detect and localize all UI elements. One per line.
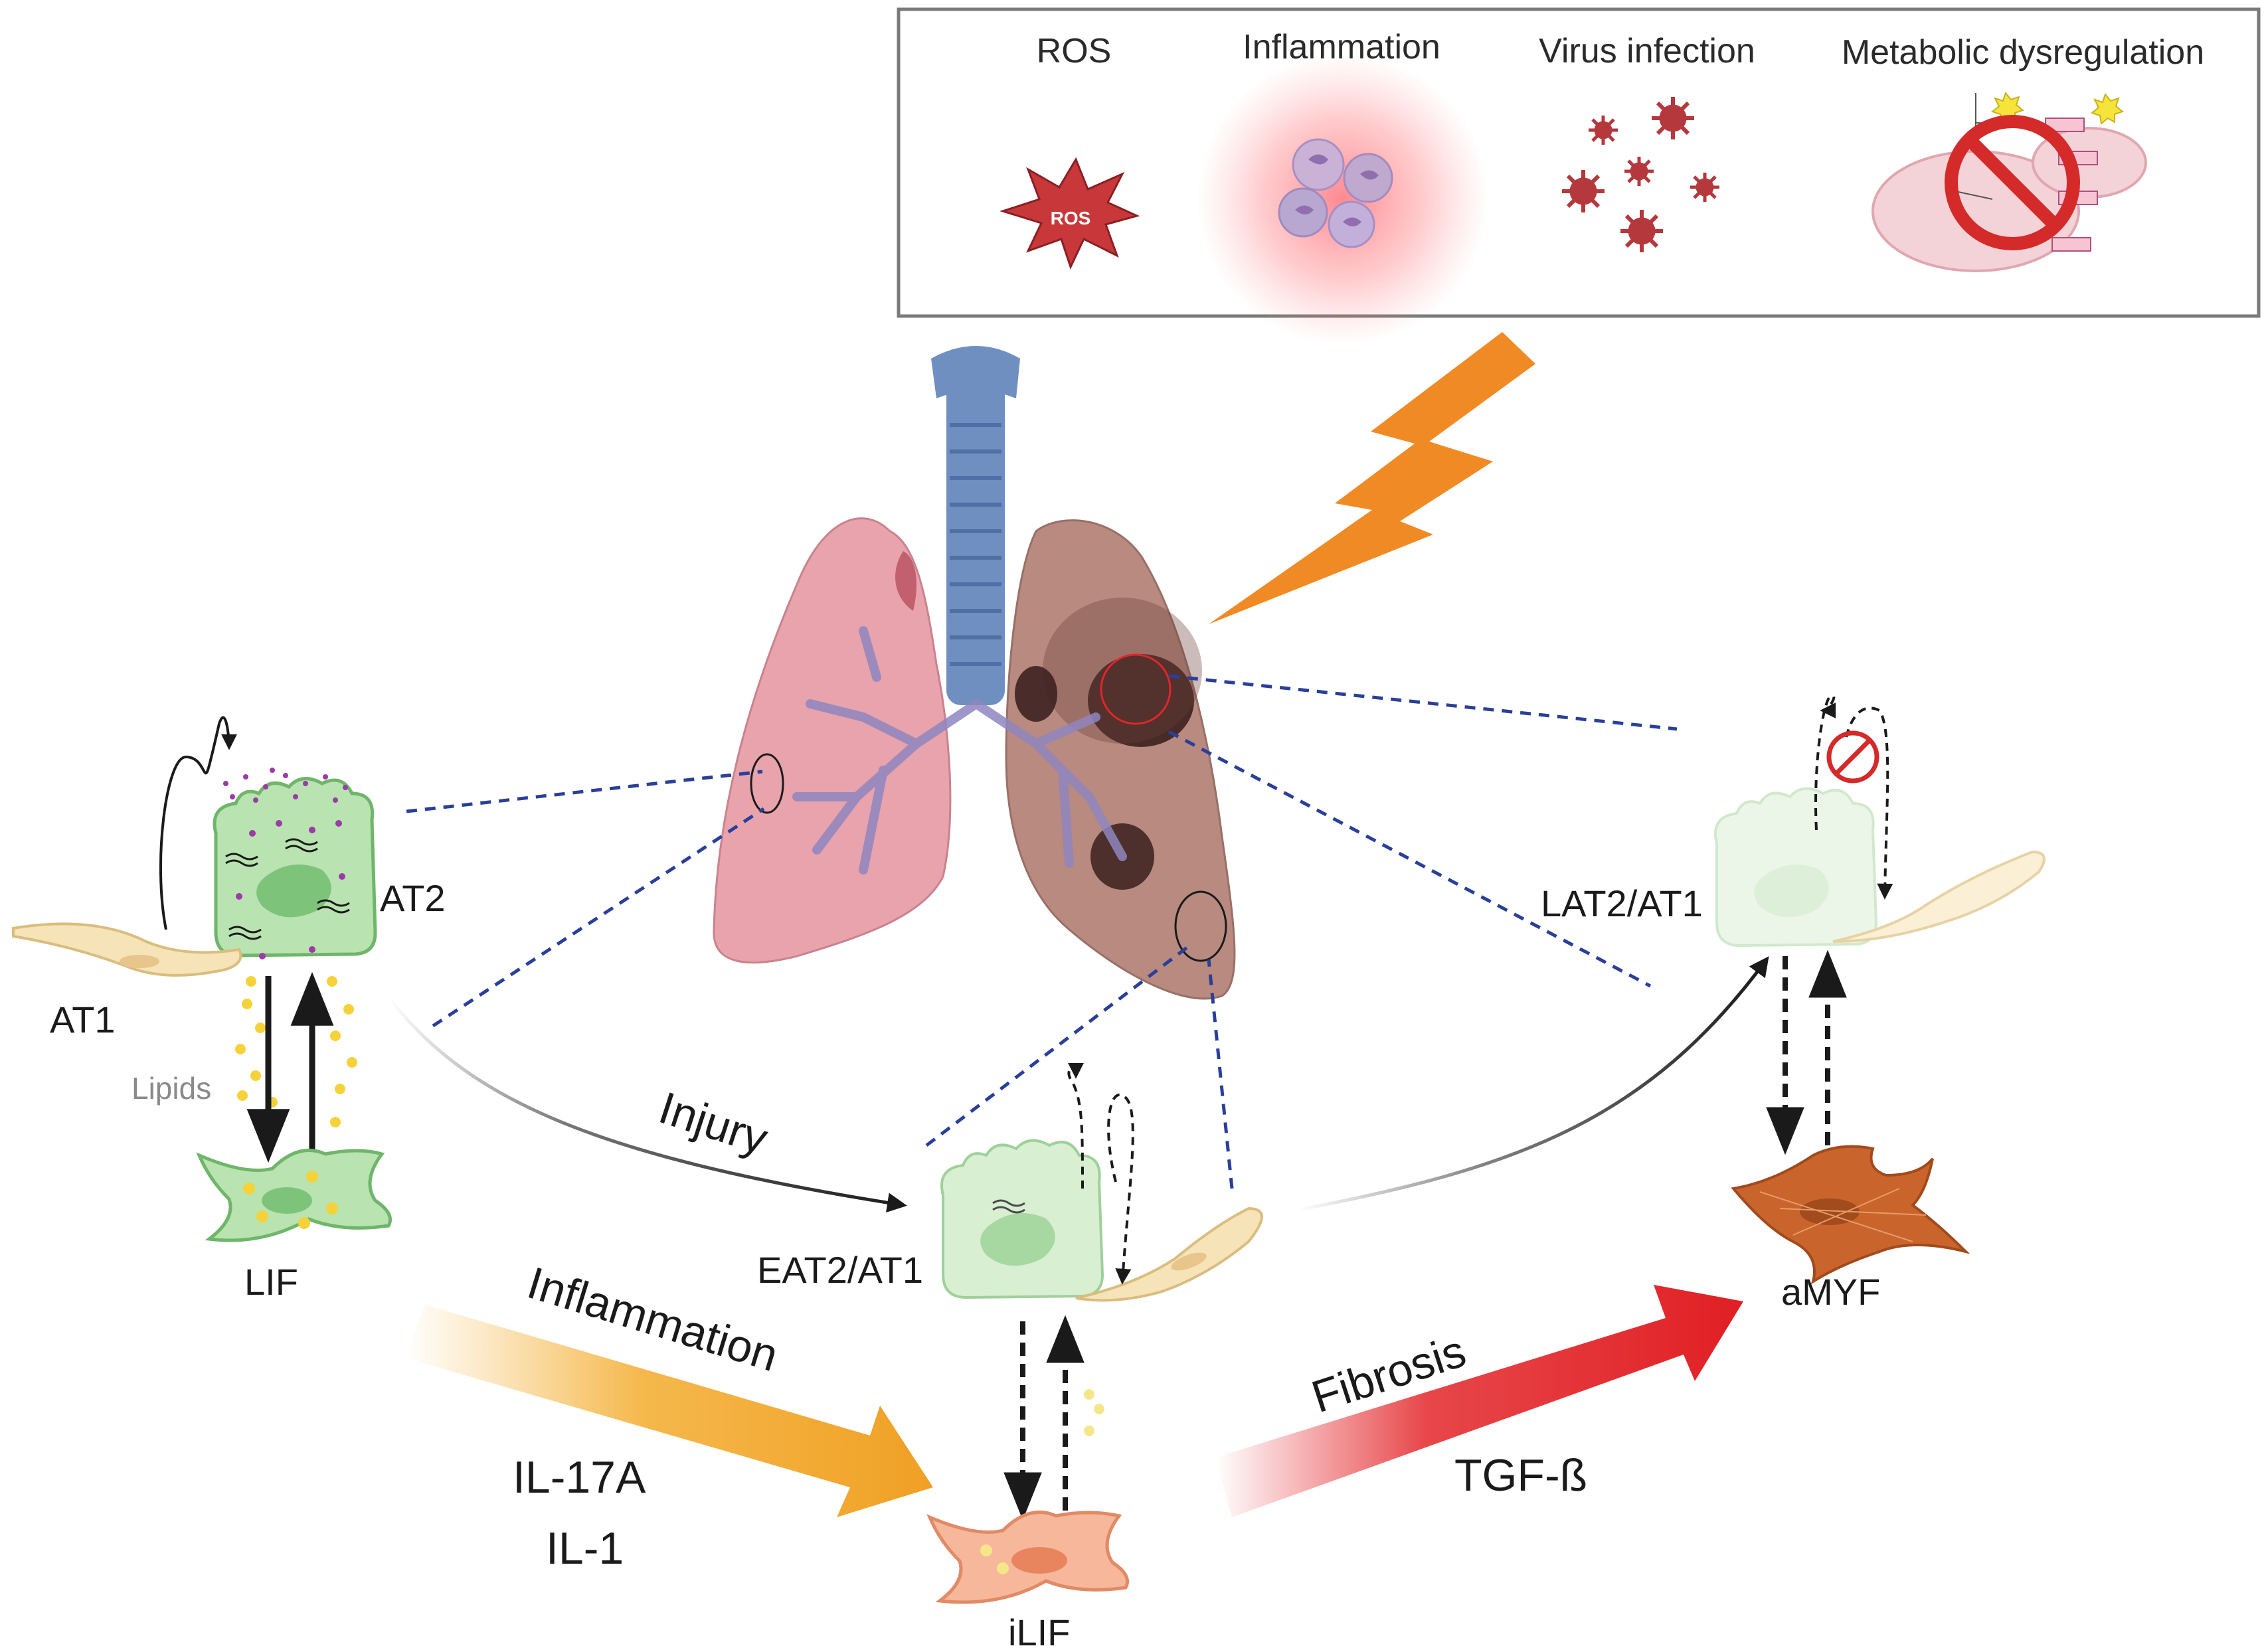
inflammation-arrow (405, 1305, 933, 1517)
at1-cell (12, 922, 242, 977)
lipids-label: Lipids (131, 1071, 211, 1106)
fibrosis-arrow (1215, 1285, 1743, 1517)
ros-star-icon: ROS (1000, 157, 1140, 270)
progression-arrow (1298, 956, 1769, 1212)
tgfb-label: TGF-ß (1454, 1450, 1587, 1501)
ban-sign-icon (1945, 115, 2080, 250)
lif-label: LIF (244, 1261, 298, 1303)
fibrotic-region-marker (1100, 653, 1172, 725)
eat2-label: EAT2/AT1 (757, 1249, 923, 1291)
right-lung (1005, 519, 1236, 1000)
virus-infection-label: Virus infection (1539, 32, 1755, 70)
ilif-label: iLIF (1008, 1611, 1070, 1652)
metabolic-pathway-icon (1872, 91, 2147, 272)
healthy-region-marker (750, 753, 784, 814)
at2-label: AT2 (380, 877, 446, 919)
il1-label: IL-1 (546, 1523, 624, 1574)
eat2-renewal-arrow (1067, 1062, 1084, 1189)
virus-particles-icon (1562, 97, 1719, 252)
lungs-illustration (713, 346, 1236, 1000)
inflammation-cells-icon (1197, 53, 1489, 345)
lat2-label: LAT2/AT1 (1541, 882, 1703, 924)
lif-cell (196, 1148, 392, 1242)
lat2-renewal-arrow (1814, 694, 1836, 831)
ros-star-text: ROS (1051, 208, 1091, 228)
stressor-panel: ROS Inflammation Virus infection Metabol… (897, 7, 2261, 345)
amyf-cell (1731, 1145, 1970, 1285)
trachea (946, 367, 1005, 705)
at1-label: AT1 (50, 999, 116, 1040)
lat2-at1-cell (1832, 850, 2046, 943)
ilif-cell (926, 1510, 1129, 1604)
injury-arrow (387, 996, 907, 1213)
amyf-label: aMYF (1781, 1271, 1880, 1313)
lipid-dots (235, 976, 357, 1134)
metabolic-dysregulation-label: Metabolic dysregulation (1842, 33, 2204, 72)
zoom-lines (406, 674, 1678, 1189)
ros-label: ROS (1037, 32, 1112, 70)
left-lung (713, 517, 952, 964)
il17a-label: IL-17A (513, 1452, 646, 1503)
early-injury-marker (1174, 890, 1227, 962)
at2-self-renewal-arrow (159, 716, 237, 930)
injury-label: Injury (653, 1082, 774, 1165)
at2-cell (213, 768, 377, 959)
lightning-bolt-icon (1209, 332, 1535, 624)
eat2-at1-cell (1075, 1206, 1263, 1302)
blocked-renewal-icon (1826, 730, 1879, 784)
eat2-cell (940, 1139, 1104, 1299)
lat2-cell (1714, 787, 1878, 948)
